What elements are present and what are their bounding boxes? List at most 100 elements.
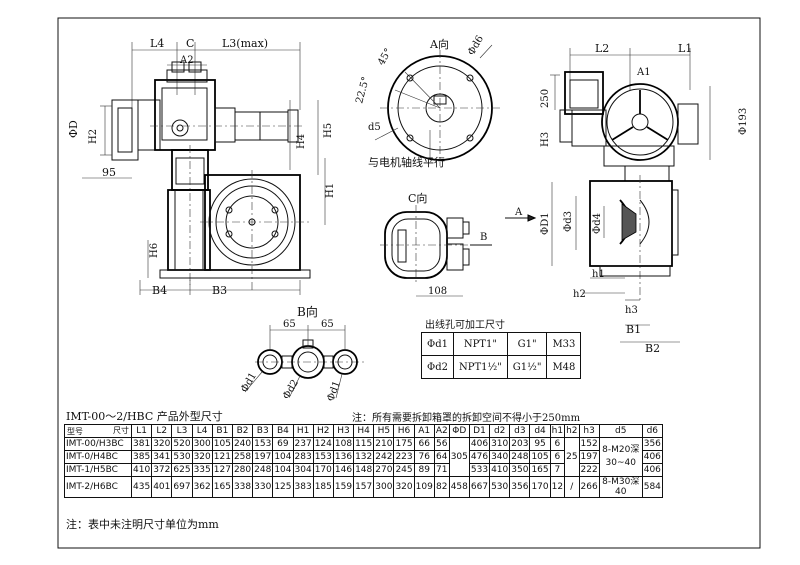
table-cell: NPT1½" [452,355,508,379]
table-cell: 356 [509,476,531,498]
dim-108: 108 [428,286,447,297]
arrow-a-label: A [514,207,523,218]
table-cell: 197 [578,450,600,464]
table-cell: 667 [468,476,491,498]
table-cell: 157 [353,476,375,498]
header-cell: H6 [393,424,415,438]
table-header-row: 尺寸 型号 L1 L2 L3 L4 B1 B2 B3 B4 H1 H2 H3 H… [64,424,663,438]
header-cell: H4 [353,424,375,438]
table-cell: 222 [578,463,600,477]
table-cell: 320 [191,450,213,464]
table-cell: 385 [130,450,153,464]
dim-B1: B1 [626,323,641,336]
dim-65-left: 65 [283,319,296,330]
header-cell: B3 [252,424,274,438]
dim-65-right: 65 [321,319,334,330]
table-cell: Φd1 [421,332,454,356]
table-cell: 223 [393,450,415,464]
dim-phid6: Φd6 [466,34,486,58]
table-cell: 12 [549,476,566,498]
table-cell: 136 [332,450,355,464]
table-cell: 330 [252,476,274,498]
table-row: IMT-0/H4BC 385 341 530 320 121 258 197 1… [64,450,663,464]
dim-phiD: ΦD [67,120,80,138]
table-cell: 115 [353,437,375,451]
dim-h3: h3 [625,305,638,316]
table-cell: Φd2 [421,355,454,379]
table-cell: 125 [272,476,294,498]
table-cell: 258 [231,450,254,464]
table-cell: 372 [151,463,173,477]
table-cell: 105 [211,437,233,451]
table-cell: 356 [641,437,663,451]
table-cell: 127 [211,463,233,477]
table-cell: 533 [468,463,491,477]
dimension-table: 尺寸 型号 L1 L2 L3 L4 B1 B2 B3 B4 H1 H2 H3 H… [64,424,663,498]
dim-H5: H5 [323,123,334,138]
cable-entry-table: Φd1 NPT1" G1" M33 Φd2 NPT1½" G1½" M48 [421,332,582,379]
view-a [374,44,500,166]
corner-cell: 尺寸 型号 [64,424,132,438]
d5-text: 40 [615,487,627,497]
dim-H3: H3 [540,132,551,147]
table-cell: 341 [151,450,173,464]
dim-phid1-right: Φd1 [325,380,343,403]
header-cell: ΦD [448,424,470,438]
table-cell: 25 [564,437,580,477]
header-cell: L2 [151,424,173,438]
table-cell: 410 [489,463,511,477]
corner-top-label: 尺寸 [113,426,129,435]
table-cell: M33 [546,332,582,356]
table-cell: 170 [529,476,551,498]
front-view [82,42,326,295]
dim-B3: B3 [212,284,227,297]
table-row: IMT-2/H6BC 435 401 697 362 165 338 330 1… [64,476,663,498]
header-cell: H3 [332,424,355,438]
table-cell: 108 [332,437,355,451]
table-cell: 350 [509,463,531,477]
dim-phi193: Φ193 [738,108,749,135]
table-cell: 305 [448,437,470,477]
header-cell: h1 [549,424,566,438]
dim-45deg: 45° [376,47,394,68]
table-cell: 197 [252,450,274,464]
table-cell: 64 [433,450,450,464]
dim-H4: H4 [296,134,307,149]
header-cell: d2 [489,424,511,438]
table-cell: 530 [489,476,511,498]
table-cell: 175 [393,437,415,451]
table-cell: 406 [641,463,663,477]
table-cell: 6 [549,450,566,464]
table-cell: NPT1" [452,332,508,356]
header-cell: A2 [433,424,450,438]
table-cell: 148 [353,463,375,477]
table-cell: 240 [231,437,254,451]
header-cell: h3 [578,424,600,438]
table-cell: 6 [549,437,566,451]
dim-d5: d5 [368,122,381,133]
view-c [380,205,492,297]
note-top: 注：所有需要拆卸箱罩的拆卸空间不得小于250mm [352,413,581,424]
dim-H6: H6 [149,243,160,258]
table-cell: 69 [272,437,294,451]
dim-phid4: Φd4 [592,213,603,234]
table-cell: 320 [393,476,415,498]
dim-h1: h1 [592,269,605,280]
table-cell: 56 [433,437,450,451]
side-view [550,48,711,343]
table-cell: 362 [191,476,213,498]
table-cell: 435 [130,476,153,498]
view-c-title: C向 [408,191,427,205]
table-cell: 71 [433,463,450,477]
header-cell: d6 [641,424,663,438]
dim-h2: h2 [573,289,586,300]
table-cell: 165 [529,463,551,477]
table-cell: 697 [171,476,193,498]
table-cell: 7 [549,463,566,477]
table-cell: 109 [413,476,435,498]
table-cell: 248 [252,463,274,477]
